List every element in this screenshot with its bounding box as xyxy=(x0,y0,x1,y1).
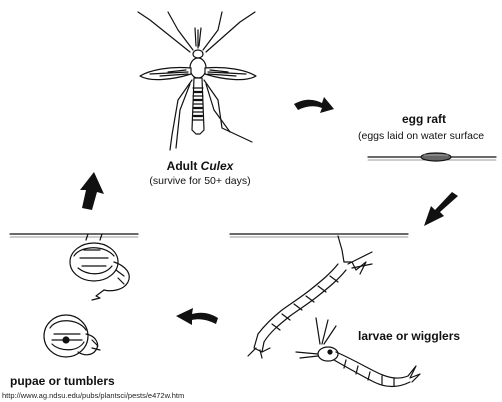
larvae-label: larvae or wigglers xyxy=(358,330,460,343)
adult-species-name: Culex xyxy=(201,159,234,173)
mosquito-icon xyxy=(138,12,256,150)
adult-note: (survive for 50+ days) xyxy=(149,176,250,188)
water-surface xyxy=(10,234,408,237)
adult-label-prefix: Adult xyxy=(167,159,201,173)
source-url: http://www.ag.ndsu.edu/pubs/plantsci/pes… xyxy=(2,392,184,400)
egg-raft-icon xyxy=(368,153,496,161)
adult-label: Adult Culex xyxy=(167,160,234,173)
pupae-label: pupae or tumblers xyxy=(10,375,115,388)
larva-icon xyxy=(248,236,420,387)
egg-raft-label: egg raft xyxy=(402,113,446,126)
pupa-icon xyxy=(44,234,129,357)
egg-raft-note: (eggs laid on water surface xyxy=(358,131,484,143)
